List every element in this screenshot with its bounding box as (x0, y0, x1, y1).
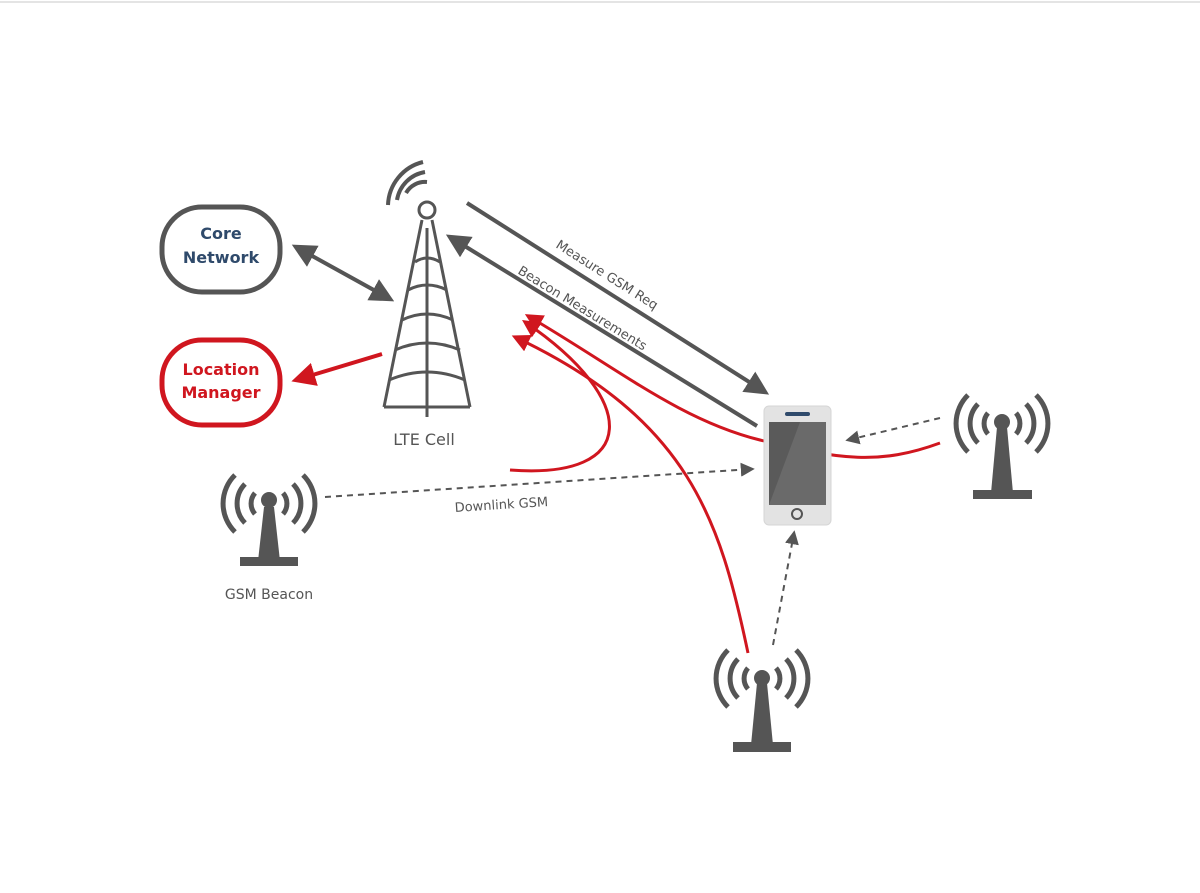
core-lte-arrow (291, 244, 395, 302)
location-manager-node[interactable]: Location Manager (159, 337, 283, 428)
downlink-gsm-arrow (324, 462, 755, 498)
red-curve-right-beacon (524, 314, 941, 459)
red-curve-left-beacon (509, 319, 611, 473)
lte-tower-icon (382, 160, 472, 417)
lte-location-arrow (291, 352, 383, 386)
gsm-beacon-bottom-icon (713, 648, 811, 752)
core-network-label-line2: Network (183, 248, 260, 267)
location-manager-label-line2: Manager (181, 383, 260, 402)
core-network-label-line1: Core (200, 224, 242, 243)
downlink-gsm-label: Downlink GSM (454, 495, 548, 516)
gsm-beacon-label: GSM Beacon (225, 587, 313, 603)
measure-req-arrow (465, 201, 770, 395)
gsm-beacon-left-icon (220, 473, 318, 566)
lte-cell-label: LTE Cell (393, 430, 455, 449)
bottom-beacon-dashed-arrow (772, 530, 799, 646)
right-beacon-dashed-arrow (845, 417, 941, 445)
core-network-node[interactable]: Core Network (159, 204, 283, 295)
location-manager-label-line1: Location (183, 360, 260, 379)
beacon-meas-arrow (445, 234, 759, 428)
gsm-beacon-right-icon (953, 393, 1051, 499)
phone-icon (763, 405, 832, 526)
red-curve-bottom-beacon (511, 335, 750, 654)
